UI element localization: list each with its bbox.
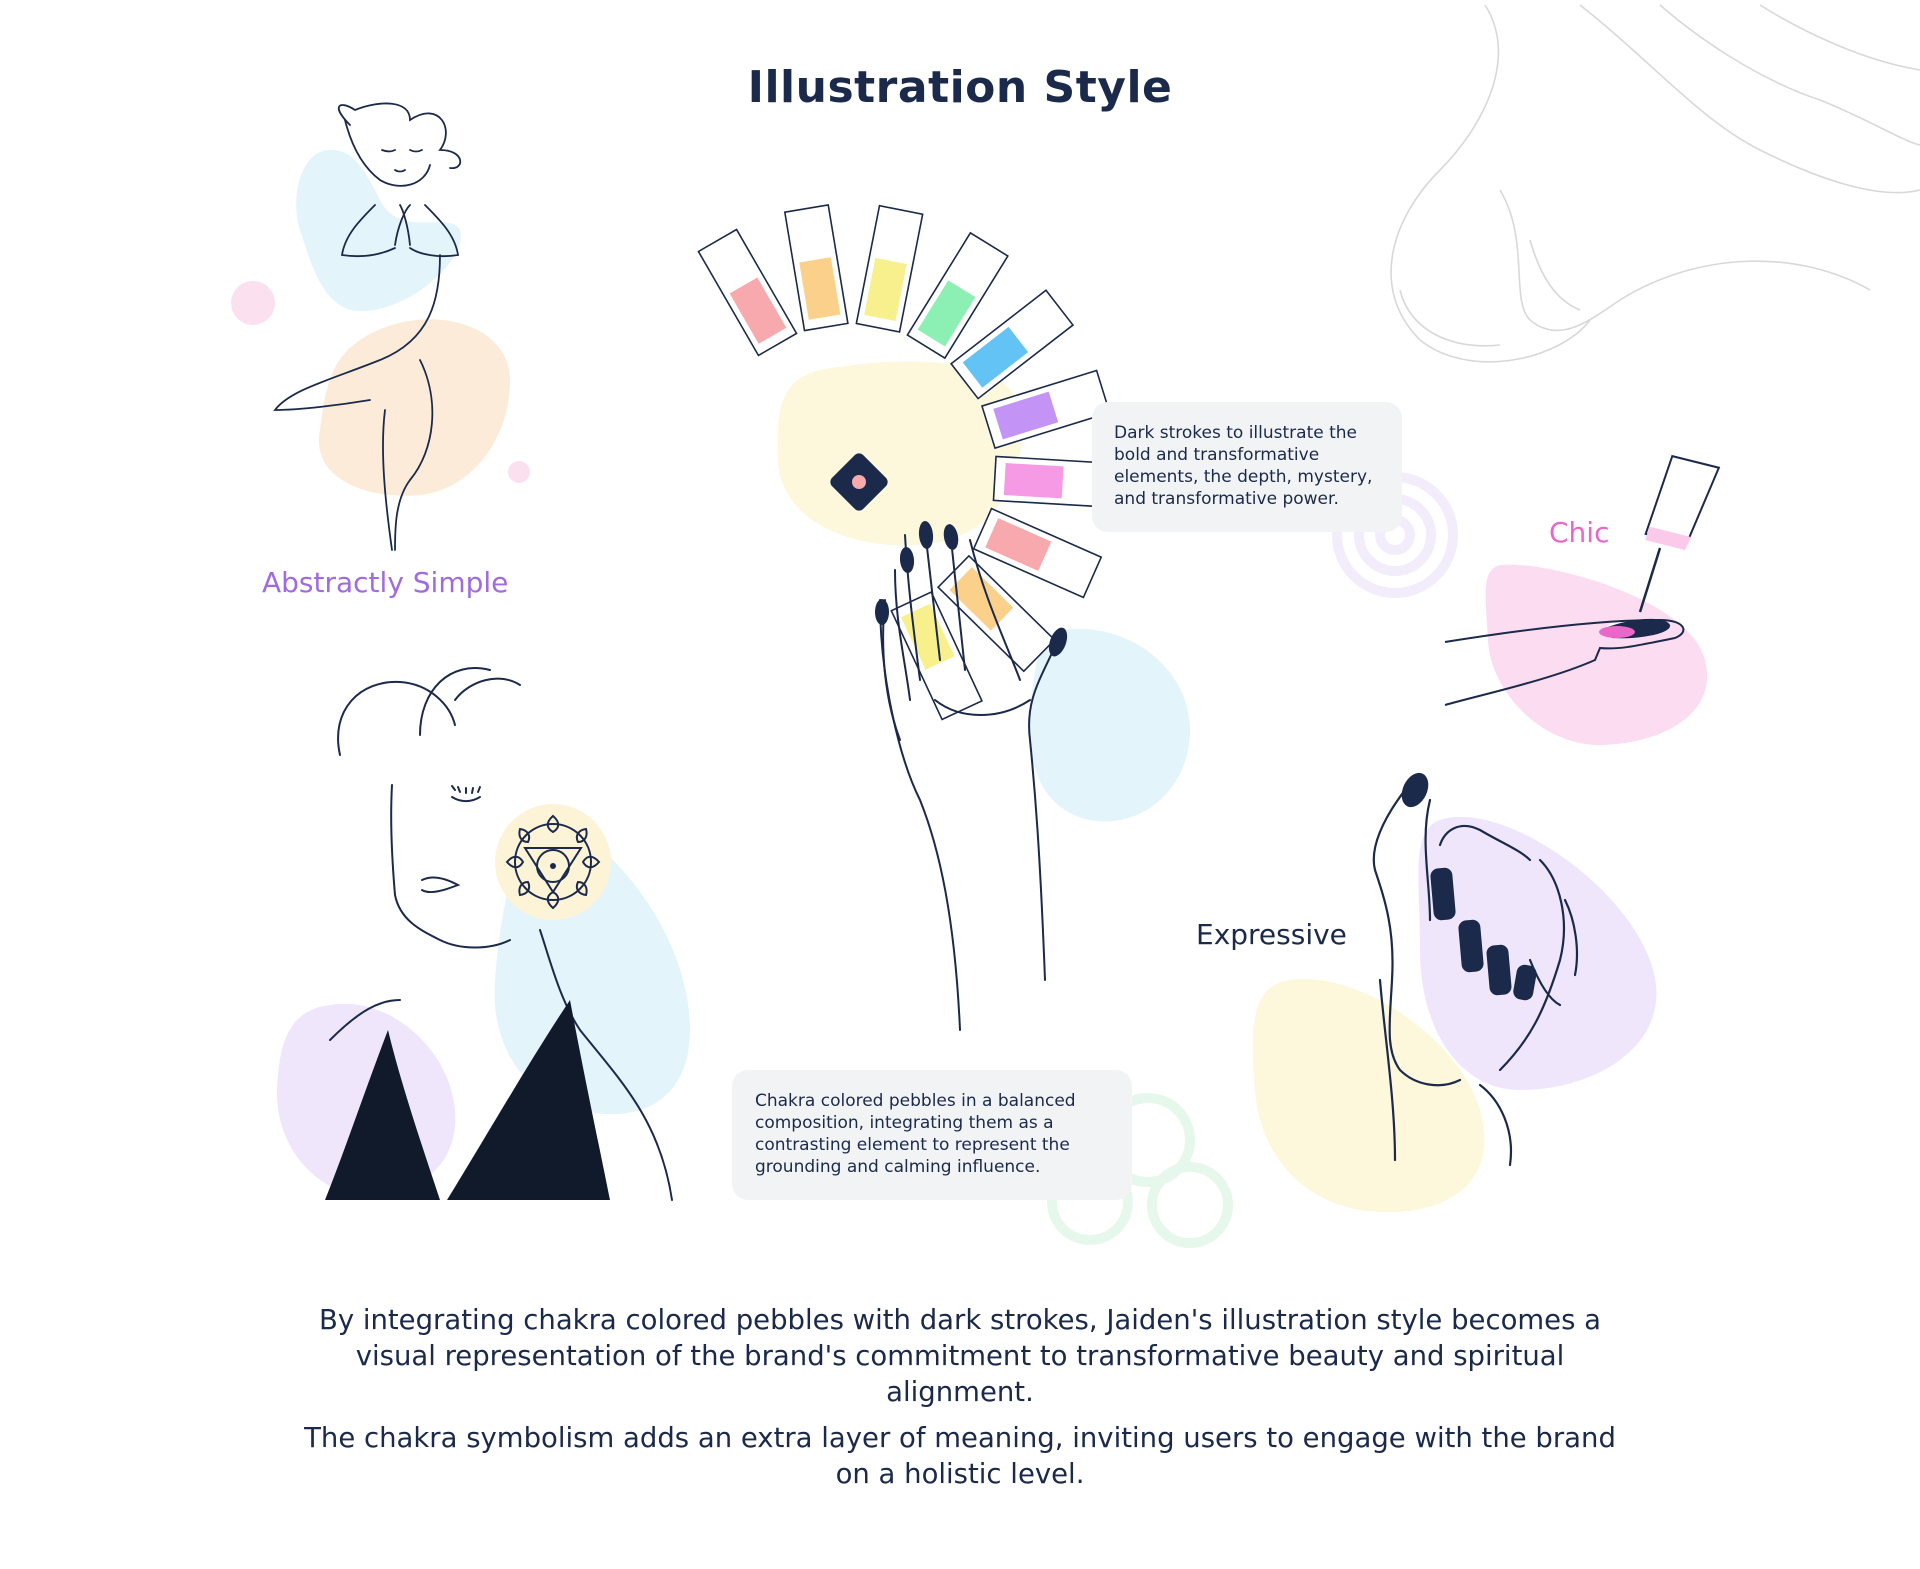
label-chic: Chic xyxy=(1549,516,1610,549)
page-title: Illustration Style xyxy=(747,62,1173,113)
swatch-color-chip xyxy=(901,603,955,670)
nail-polish-illustration xyxy=(1444,454,1721,706)
color-swatch-card xyxy=(906,231,1009,360)
color-swatch-card xyxy=(980,369,1111,450)
swatch-color-chip xyxy=(799,257,841,320)
hand-expressive xyxy=(1372,778,1579,1167)
swatch-color-chip xyxy=(1003,463,1064,499)
dot-pink-large xyxy=(231,281,275,325)
color-swatch-card xyxy=(992,455,1117,509)
diamond-icon xyxy=(830,453,888,511)
blob-blue-topleft xyxy=(296,150,461,312)
nails-center xyxy=(875,521,1068,657)
swatch-color-chip xyxy=(729,277,787,344)
swatch-color-chip xyxy=(993,391,1059,440)
blob-yellow-right xyxy=(1252,979,1485,1213)
blob-blue-center xyxy=(1029,628,1190,822)
callout-chakra-pebbles-text: Chakra colored pebbles in a balanced com… xyxy=(755,1091,1076,1177)
color-swatch-card xyxy=(855,204,924,333)
dot-pink-small xyxy=(508,461,530,483)
swatch-color-chip xyxy=(962,326,1029,388)
black-top-shape xyxy=(325,1000,610,1200)
chakra-lotus-icon xyxy=(495,804,611,920)
swatch-color-chip xyxy=(864,257,907,321)
color-swatch-card xyxy=(783,204,849,332)
nails-expressive xyxy=(1401,772,1537,1001)
color-swatch-card xyxy=(972,507,1103,599)
swatch-color-chip xyxy=(985,518,1052,571)
callout-dark-strokes: Dark strokes to illustrate the bold and … xyxy=(1092,402,1402,532)
swatch-fan xyxy=(697,204,1117,721)
footer-paragraph-2: The chakra symbolism adds an extra layer… xyxy=(304,1422,1616,1490)
callout-dark-strokes-text: Dark strokes to illustrate the bold and … xyxy=(1114,423,1373,509)
blob-peach xyxy=(318,319,510,496)
label-abstractly-simple: Abstractly Simple xyxy=(262,566,509,599)
woman-chakra-profile xyxy=(329,667,673,1201)
color-swatch-card xyxy=(697,228,798,357)
callout-chakra-pebbles: Chakra colored pebbles in a balanced com… xyxy=(732,1070,1132,1200)
abstract-woman-figure xyxy=(273,102,461,551)
background-blobs xyxy=(231,150,1708,1213)
label-expressive: Expressive xyxy=(1196,918,1347,951)
blob-yellow-center xyxy=(777,361,1022,546)
swatch-color-chip xyxy=(949,567,1014,631)
swatch-color-chip xyxy=(917,280,976,347)
woman-profile-lines xyxy=(1390,4,1920,363)
blob-lavender-right xyxy=(1418,816,1657,1090)
color-swatch-card xyxy=(950,289,1075,400)
footer-paragraph-1: By integrating chakra colored pebbles wi… xyxy=(318,1304,1602,1408)
